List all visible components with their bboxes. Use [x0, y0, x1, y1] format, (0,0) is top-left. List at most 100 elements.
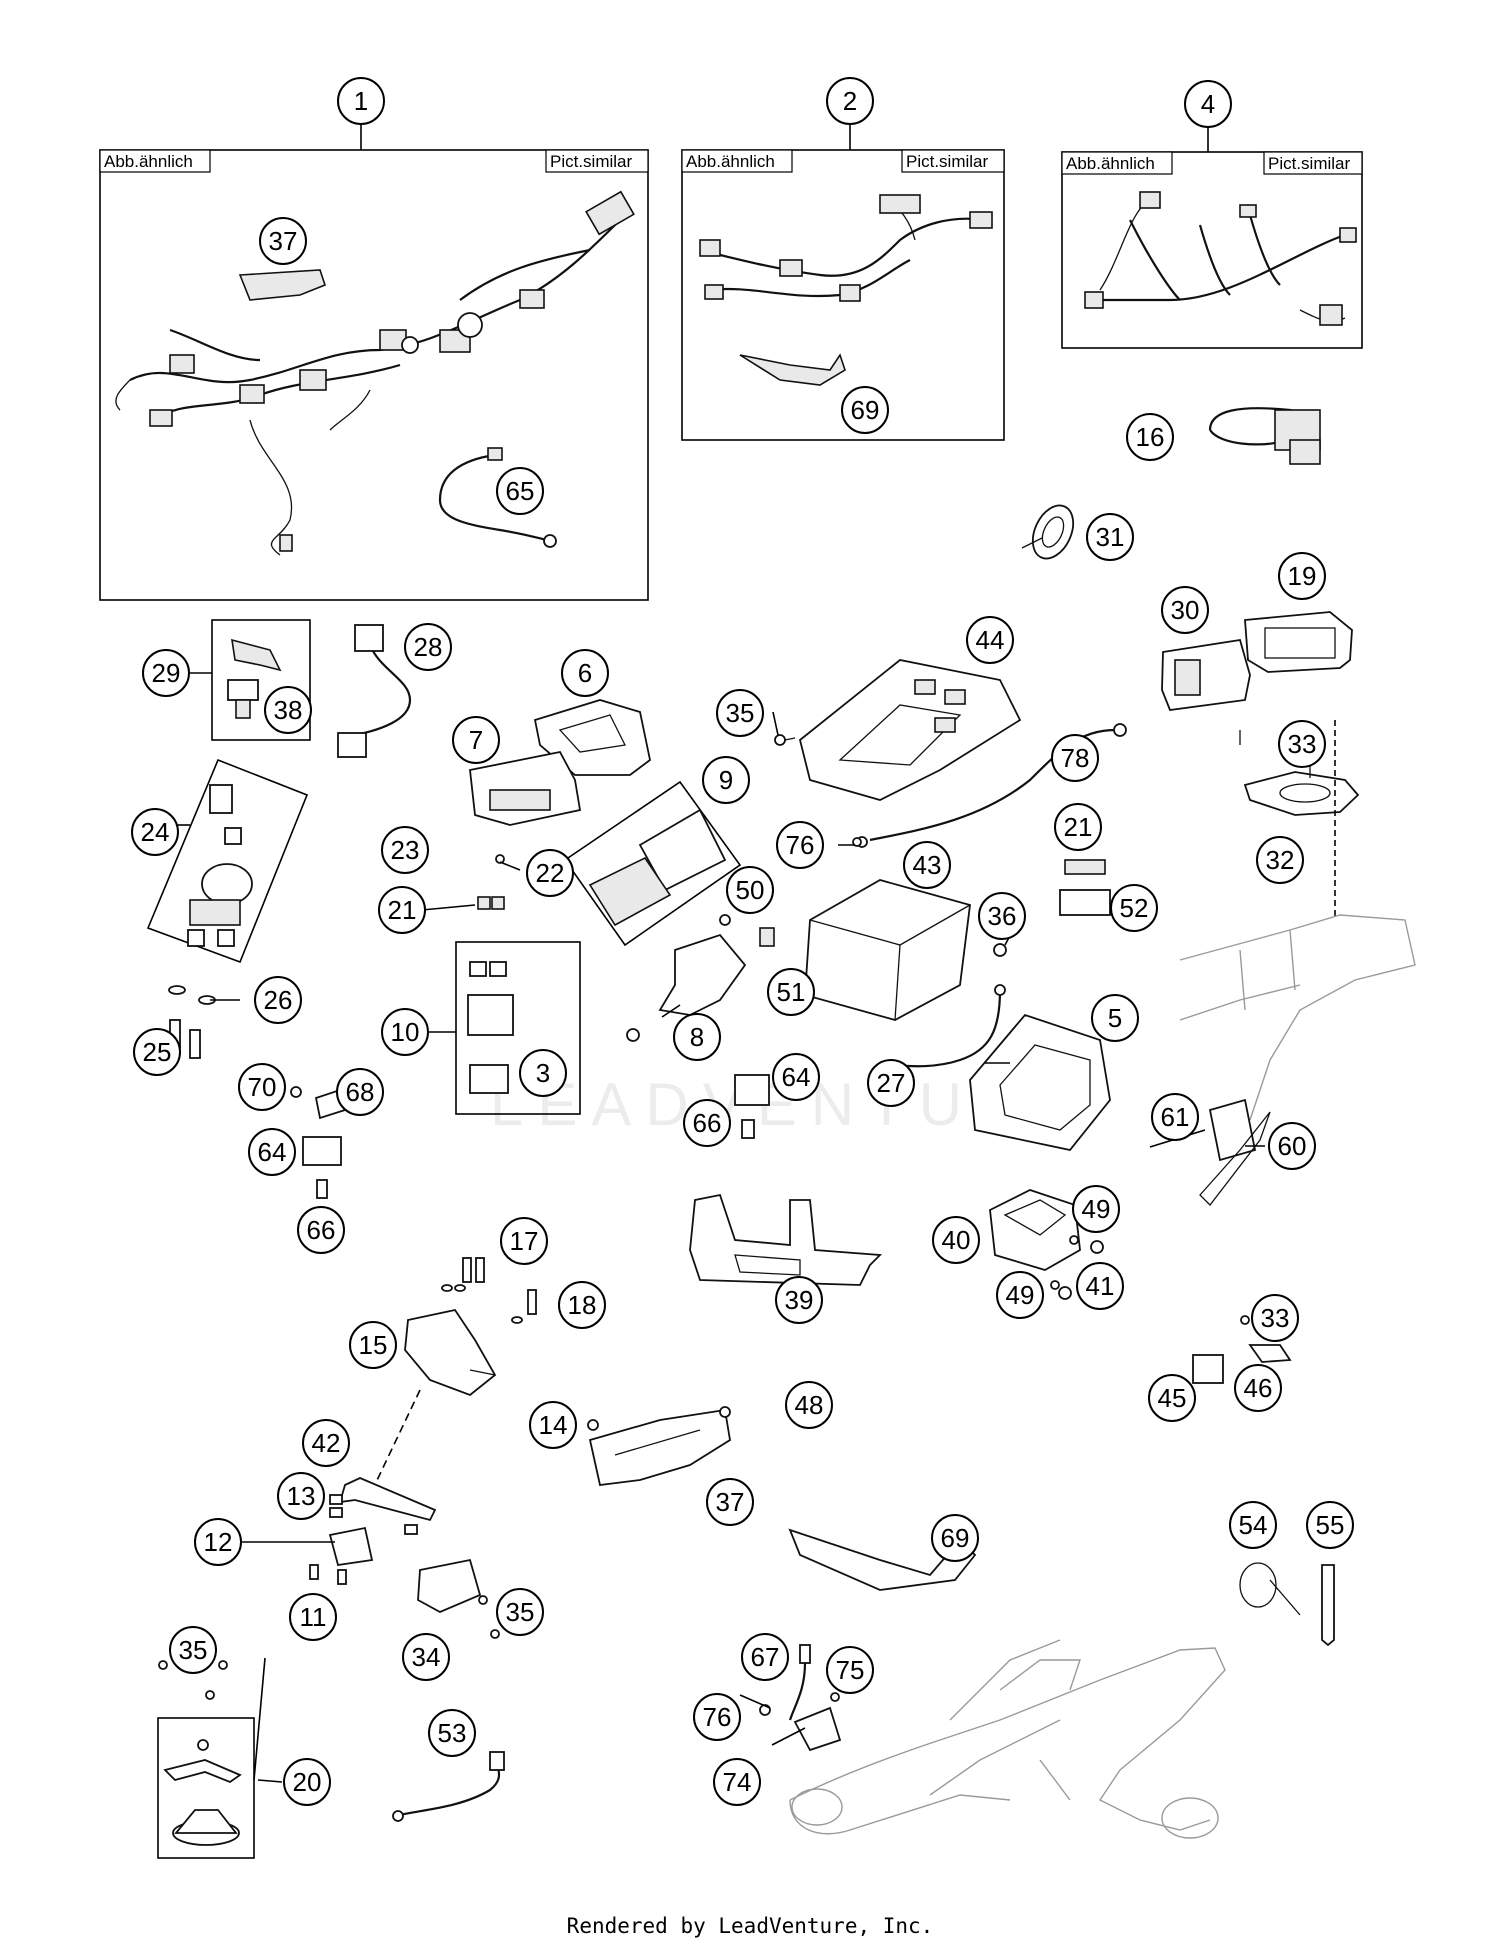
callout-number: 53: [438, 1718, 467, 1748]
callout-number: 16: [1136, 422, 1165, 452]
callout-number: 4: [1201, 89, 1215, 119]
callout-78: 78: [1051, 734, 1099, 782]
inset-20-horn: [157, 1717, 255, 1859]
part-5-module: [969, 1013, 1111, 1151]
callout-number: 7: [469, 725, 483, 755]
callout-number: 27: [877, 1068, 906, 1098]
callout-number: 20: [293, 1767, 322, 1797]
callout-43: 43: [903, 841, 951, 889]
callout-number: 69: [941, 1523, 970, 1553]
part-37-lower-bracket: [587, 1406, 731, 1486]
callout-number: 49: [1006, 1280, 1035, 1310]
bracket-37-inset: [238, 269, 326, 301]
callout-4: 4: [1184, 80, 1232, 128]
part-32-bracket: [1239, 720, 1360, 920]
cable-53: [392, 1751, 505, 1822]
callout-35-middle: 35: [496, 1588, 544, 1636]
part-15-switch-housing: [404, 1308, 497, 1397]
callout-number: 65: [506, 476, 535, 506]
inset-tag-left: Abb.ähnlich: [1066, 154, 1155, 173]
small-fasteners-upper: [774, 734, 862, 847]
callout-number: 14: [539, 1410, 568, 1440]
parts-21-52-connector: [1059, 859, 1111, 916]
inset-10-relay: [455, 941, 581, 1115]
cable-16: [1208, 407, 1321, 465]
callout-number: 48: [795, 1390, 824, 1420]
part-31-ring: [1021, 504, 1075, 560]
callout-number: 45: [1158, 1383, 1187, 1413]
callout-25: 25: [133, 1028, 181, 1076]
callout-29: 29: [142, 649, 190, 697]
callout-7: 7: [452, 716, 500, 764]
callout-number: 38: [274, 695, 303, 725]
inset-29-38: [211, 619, 311, 741]
callout-number: 26: [264, 985, 293, 1015]
callout-number: 55: [1316, 1510, 1345, 1540]
callout-70: 70: [238, 1063, 286, 1111]
callout-19: 19: [1278, 552, 1326, 600]
part-44-holder: [784, 659, 1022, 801]
callout-number: 21: [388, 895, 417, 925]
callout-number: 41: [1086, 1271, 1115, 1301]
callout-number: 22: [536, 858, 565, 888]
callout-number: 40: [942, 1225, 971, 1255]
callout-24: 24: [131, 808, 179, 856]
callout-41: 41: [1076, 1262, 1124, 1310]
inset-main-harness: Abb.ähnlich Pict.similar: [99, 124, 649, 601]
callout-61: 61: [1151, 1093, 1199, 1141]
callout-67: 67: [741, 1633, 789, 1681]
part-40-regulator: [989, 1189, 1104, 1300]
cable-28: [337, 624, 412, 758]
callout-66-left: 66: [297, 1206, 345, 1254]
callout-number: 46: [1244, 1373, 1273, 1403]
screws-35-lower: [158, 1660, 228, 1700]
callout-number: 10: [391, 1017, 420, 1047]
callout-number: 35: [506, 1597, 535, 1627]
callout-number: 34: [412, 1642, 441, 1672]
callout-number: 78: [1061, 743, 1090, 773]
callout-18: 18: [558, 1281, 606, 1329]
callout-36: 36: [978, 892, 1026, 940]
parts-60-61: [1199, 1098, 1271, 1206]
wiring-harness-2: [699, 194, 993, 302]
callout-number: 60: [1278, 1131, 1307, 1161]
callout-37-lower: 37: [706, 1478, 754, 1526]
callout-number: 75: [836, 1655, 865, 1685]
callout-3: 3: [519, 1049, 567, 1097]
callout-49-lower: 49: [996, 1271, 1044, 1319]
fasteners-25-26: [168, 985, 216, 1059]
part-36-bolt: [993, 943, 1007, 957]
callout-55: 55: [1306, 1501, 1354, 1549]
bracket-69-inset: [739, 353, 846, 386]
inset-tag-left: Abb.ähnlich: [686, 152, 775, 171]
callout-number: 15: [359, 1330, 388, 1360]
callout-23: 23: [381, 826, 429, 874]
parts-64-66-center: [734, 1074, 770, 1139]
part-69-lower-bracket: [788, 1528, 977, 1591]
callout-26: 26: [254, 976, 302, 1024]
inset-9-22: [563, 780, 742, 947]
callout-number: 24: [141, 817, 170, 847]
callout-number: 51: [777, 977, 806, 1007]
inset-harness-4: Abb.ähnlich Pict.similar: [1061, 124, 1363, 349]
parts-21-23: [477, 854, 505, 910]
callout-number: 42: [312, 1428, 341, 1458]
callout-49-upper: 49: [1072, 1185, 1120, 1233]
callout-37-inset: 37: [259, 217, 307, 265]
callout-68: 68: [336, 1068, 384, 1116]
callout-15: 15: [349, 1321, 397, 1369]
callout-64-left: 64: [248, 1128, 296, 1176]
inset-24-ignition: [146, 758, 309, 964]
callout-number: 8: [690, 1022, 704, 1052]
callout-number: 35: [726, 698, 755, 728]
callout-76-lower: 76: [693, 1693, 741, 1741]
callout-number: 1: [354, 86, 368, 116]
part-39-holder: [689, 1193, 883, 1286]
part-8-bracket: [626, 933, 747, 1042]
callout-number: 17: [510, 1226, 539, 1256]
callout-number: 25: [143, 1037, 172, 1067]
part-50-51: [719, 914, 775, 947]
callout-number: 36: [988, 901, 1017, 931]
callout-number: 29: [152, 658, 181, 688]
